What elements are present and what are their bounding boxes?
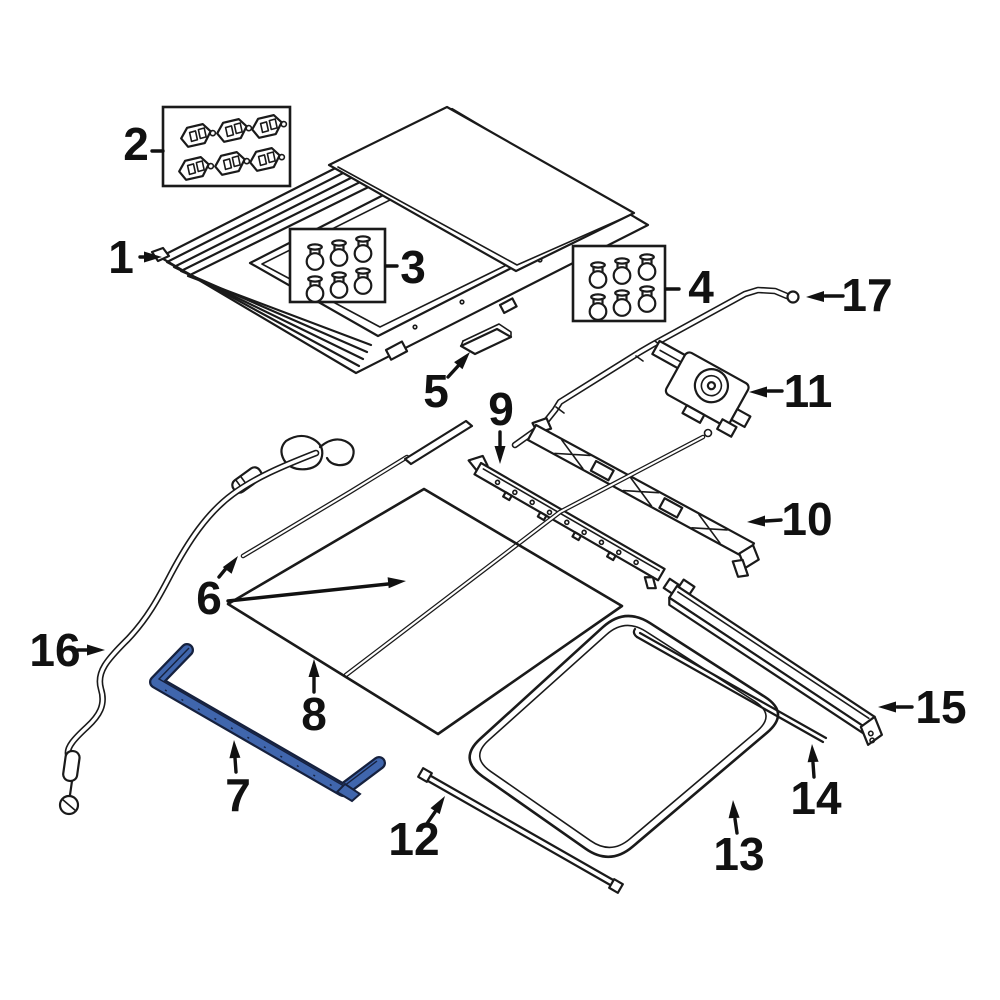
callout-1-label: 1 bbox=[108, 231, 134, 283]
part-10-crossmember bbox=[526, 417, 760, 578]
callout-12-label: 12 bbox=[388, 813, 439, 865]
callout-16-label: 16 bbox=[29, 624, 80, 676]
part-5-bracket bbox=[459, 323, 513, 356]
screw-icon bbox=[329, 271, 349, 299]
callout-13-arrowhead bbox=[728, 800, 740, 819]
callout-12-arrowhead bbox=[430, 796, 445, 815]
callout-3-label: 3 bbox=[400, 241, 426, 293]
part-6-guide-cables bbox=[240, 419, 713, 678]
callout-7-arrow bbox=[233, 756, 238, 774]
callout-1-arrowhead bbox=[144, 251, 162, 263]
callout-16-arrowhead bbox=[87, 644, 105, 656]
callout-13-arrow bbox=[733, 817, 739, 835]
callout-14-arrowhead bbox=[807, 744, 819, 763]
callout-17-arrowhead bbox=[806, 291, 824, 302]
callout-5: 5 bbox=[423, 352, 470, 417]
callout-7-label: 7 bbox=[225, 769, 251, 821]
screw-icon bbox=[637, 253, 657, 281]
callout-14: 14 bbox=[790, 744, 842, 824]
callout-10-label: 10 bbox=[781, 493, 832, 545]
callout-6-arrowhead bbox=[222, 556, 238, 574]
callout-11: 11 bbox=[749, 365, 832, 417]
screw-icon bbox=[305, 243, 325, 271]
fastener-box-4 bbox=[571, 244, 667, 323]
callout-8-arrowhead bbox=[308, 659, 320, 677]
callout-6-label: 6 bbox=[196, 572, 222, 624]
callout-5-arrowhead bbox=[454, 352, 470, 370]
screw-icon bbox=[612, 257, 632, 285]
callout-6: 6 bbox=[196, 556, 406, 624]
part-1-glass-panel bbox=[327, 105, 636, 273]
callout-14-label: 14 bbox=[790, 772, 842, 824]
callout-14-arrow bbox=[811, 761, 816, 779]
callout-4: 4 bbox=[664, 261, 714, 313]
part-13-seal bbox=[468, 614, 780, 859]
fastener-box-3 bbox=[288, 227, 387, 304]
callout-9-arrowhead bbox=[494, 446, 506, 464]
part-15-wind-deflector bbox=[662, 577, 884, 746]
callout-7: 7 bbox=[225, 740, 251, 821]
part-12-strip bbox=[417, 767, 624, 894]
part-14-strip bbox=[632, 627, 828, 744]
callout-12-arrow bbox=[424, 810, 437, 827]
callout-11-arrowhead bbox=[749, 386, 767, 398]
callout-17-label: 17 bbox=[841, 269, 892, 321]
callout-2: 2 bbox=[123, 118, 165, 170]
callout-7-arrowhead bbox=[229, 740, 241, 759]
callout-13: 13 bbox=[713, 800, 765, 880]
callout-15-arrowhead bbox=[878, 701, 896, 713]
screw-icon bbox=[612, 289, 632, 317]
callout-15: 15 bbox=[878, 681, 967, 733]
callout-5-arrow bbox=[446, 363, 461, 379]
callout-10: 10 bbox=[747, 493, 833, 545]
screw-icon bbox=[305, 275, 325, 303]
callout-6-arrowhead-2 bbox=[387, 577, 406, 589]
callout-15-label: 15 bbox=[915, 681, 966, 733]
part-7-highlighted-trim bbox=[149, 643, 386, 803]
part-8-sunshade bbox=[226, 487, 624, 736]
callout-16: 16 bbox=[29, 624, 105, 676]
callout-5-label: 5 bbox=[423, 365, 449, 417]
fastener-box-2 bbox=[161, 105, 292, 188]
part-16-drain-hose bbox=[58, 434, 355, 816]
screw-icon bbox=[637, 285, 657, 313]
callout-8: 8 bbox=[301, 659, 327, 740]
callout-10-arrow bbox=[764, 518, 783, 523]
screw-icon bbox=[588, 293, 608, 321]
callout-9-label: 9 bbox=[488, 383, 514, 435]
screw-icon bbox=[353, 267, 373, 295]
callout-2-label: 2 bbox=[123, 118, 149, 170]
callout-9: 9 bbox=[488, 383, 514, 464]
callout-10-arrowhead bbox=[747, 515, 765, 527]
callout-13-label: 13 bbox=[713, 828, 764, 880]
callout-1: 1 bbox=[108, 231, 162, 283]
part-9-rail bbox=[467, 454, 666, 590]
screw-icon bbox=[329, 239, 349, 267]
screw-icon bbox=[353, 235, 373, 263]
callout-11-label: 11 bbox=[784, 365, 833, 417]
callout-17: 17 bbox=[806, 269, 893, 321]
screw-icon bbox=[588, 261, 608, 289]
part-11-motor bbox=[651, 339, 752, 438]
callout-8-label: 8 bbox=[301, 688, 327, 740]
callout-6-arrow-2 bbox=[226, 582, 390, 603]
callout-4-label: 4 bbox=[688, 261, 714, 313]
callout-3: 3 bbox=[384, 241, 426, 293]
callout-12: 12 bbox=[388, 796, 445, 865]
